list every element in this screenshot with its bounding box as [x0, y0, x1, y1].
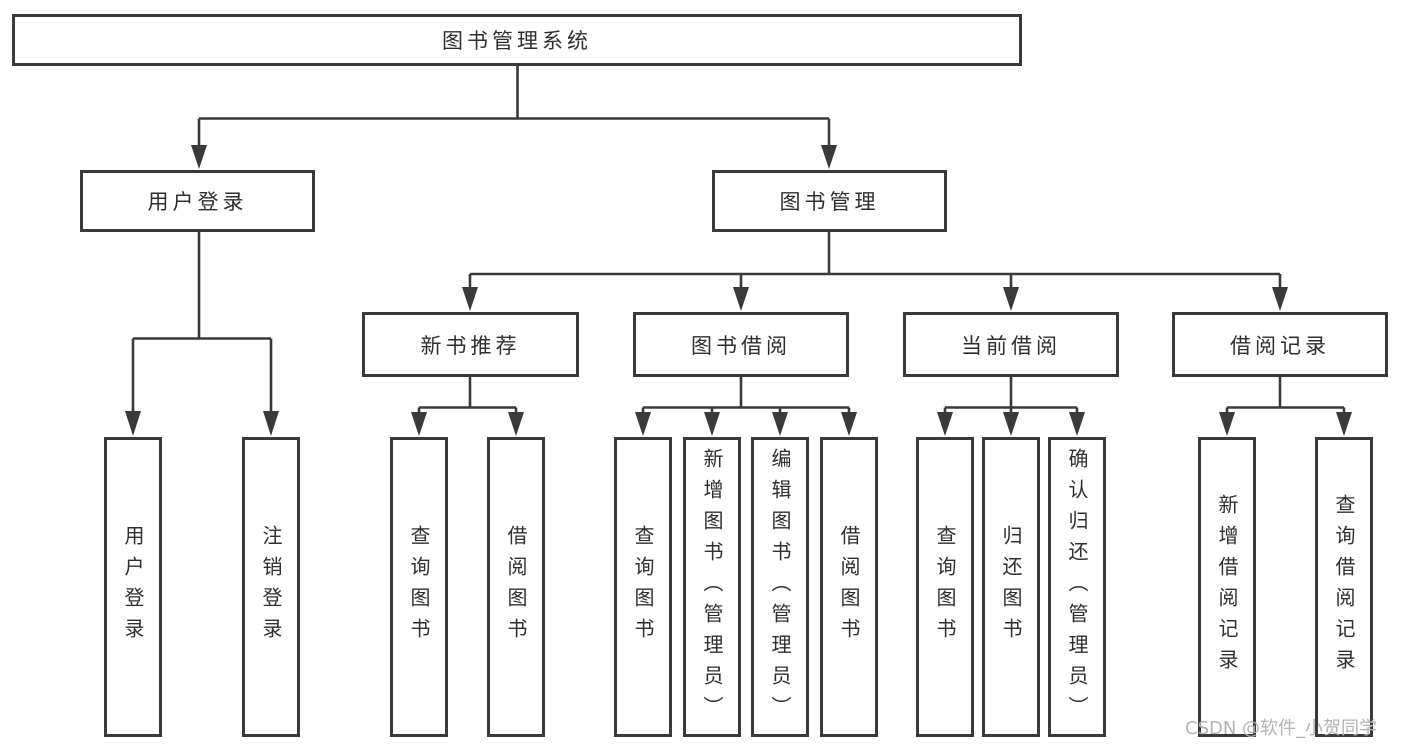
leaf-query-borrow-record-label: 查询借阅记录 [1332, 494, 1356, 680]
leaf-add-borrow-record-label: 新增借阅记录 [1215, 494, 1239, 680]
leaf-query-books-recommend-label: 查询图书 [407, 525, 431, 649]
leaf-return-book-label: 归还图书 [999, 525, 1023, 649]
leaf-user-login: 用户登录 [104, 437, 162, 737]
node-book-borrowing-label: 图书借阅 [691, 333, 791, 358]
leaf-query-books-recommend: 查询图书 [390, 437, 448, 737]
connector-user-login-to-leaves [125, 232, 279, 436]
node-user-login: 用户登录 [80, 170, 315, 232]
leaf-confirm-return-admin-label: 确认归还（管理员） [1065, 447, 1089, 727]
leaf-edit-book-admin: 编辑图书（管理员） [751, 437, 809, 737]
leaf-edit-book-admin-label: 编辑图书（管理员） [768, 447, 792, 727]
leaf-query-books-current: 查询图书 [916, 437, 974, 737]
node-library-system: 图书管理系统 [12, 14, 1022, 66]
leaf-add-book-admin: 新增图书（管理员） [683, 437, 741, 737]
connector-current-borrowing-to-leaves [937, 377, 1085, 436]
leaf-query-books-current-label: 查询图书 [933, 525, 957, 649]
leaf-borrow-books-borrowing: 借阅图书 [820, 437, 878, 737]
leaf-borrow-books-recommend-label: 借阅图书 [504, 525, 528, 649]
node-borrowing-records-label: 借阅记录 [1230, 333, 1330, 358]
leaf-query-borrow-record: 查询借阅记录 [1315, 437, 1373, 737]
connector-book-management-to-level3 [462, 232, 1288, 311]
csdn-watermark: CSDN @软件_小贺同学 [1185, 718, 1378, 739]
node-book-management: 图书管理 [712, 170, 947, 232]
node-new-book-recommend: 新书推荐 [362, 312, 579, 377]
node-book-management-label: 图书管理 [779, 190, 880, 214]
leaf-borrow-books-borrowing-label: 借阅图书 [837, 525, 861, 649]
leaf-logout-label: 注销登录 [259, 525, 283, 649]
connector-borrowing-records-to-leaves [1219, 377, 1352, 436]
node-library-system-label: 图书管理系统 [442, 29, 592, 53]
connector-book-borrowing-to-leaves [635, 377, 857, 436]
node-new-book-recommend-label: 新书推荐 [420, 333, 521, 358]
node-book-borrowing: 图书借阅 [633, 312, 849, 377]
leaf-confirm-return-admin: 确认归还（管理员） [1048, 437, 1106, 737]
leaf-add-borrow-record: 新增借阅记录 [1198, 437, 1256, 737]
leaf-return-book: 归还图书 [982, 437, 1040, 737]
leaf-query-books-borrowing-label: 查询图书 [631, 525, 655, 649]
leaf-user-login-label: 用户登录 [121, 525, 145, 649]
leaf-logout: 注销登录 [242, 437, 300, 737]
node-borrowing-records: 借阅记录 [1172, 312, 1388, 377]
node-user-login-label: 用户登录 [147, 190, 248, 214]
leaf-add-book-admin-label: 新增图书（管理员） [700, 447, 724, 727]
leaf-query-books-borrowing: 查询图书 [614, 437, 672, 737]
node-current-borrowing-label: 当前借阅 [961, 333, 1061, 358]
leaf-borrow-books-recommend: 借阅图书 [487, 437, 545, 737]
connector-new-book-recommend-to-leaves [411, 377, 524, 436]
connector-root-to-level2 [191, 66, 837, 169]
node-current-borrowing: 当前借阅 [903, 312, 1119, 377]
